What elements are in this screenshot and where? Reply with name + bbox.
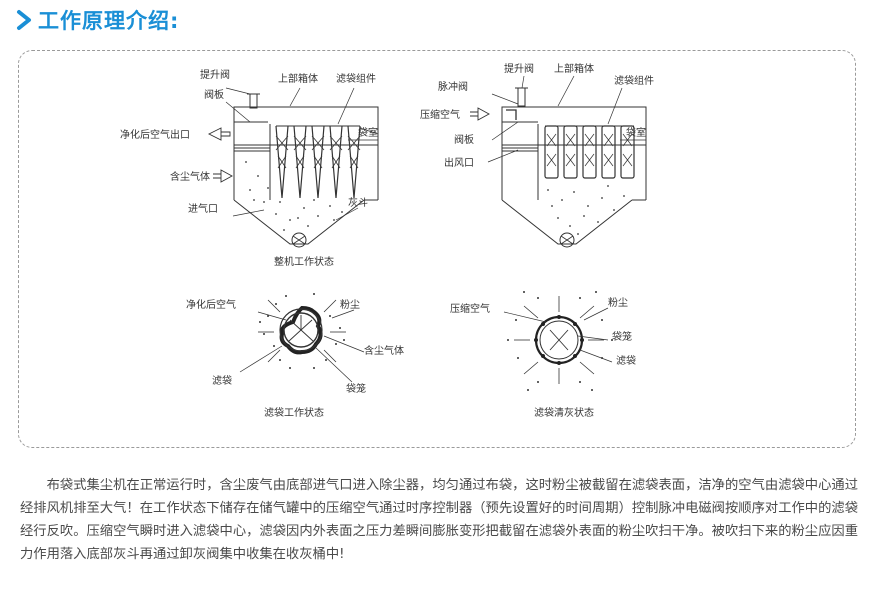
right-upper-box-label: 上部箱体 (554, 62, 594, 75)
work-bag-cage-label: 袋笼 (346, 382, 366, 395)
left-filter-assembly-label: 滤袋组件 (336, 72, 376, 85)
left-bag-chamber-label: 袋室 (358, 126, 378, 139)
bag-working-state (239, 293, 365, 383)
clean-bag-cage-label: 袋笼 (612, 330, 632, 343)
section-heading: 工作原理介绍: (16, 6, 179, 34)
right-unit (470, 75, 647, 248)
clean-compressed-air-label: 压缩空气 (450, 302, 490, 315)
work-clean-air-label: 净化后空气 (186, 298, 236, 311)
section-title: 工作原理介绍: (38, 9, 180, 33)
left-unit-caption: 整机工作状态 (274, 255, 334, 268)
clean-dust-label: 粉尘 (608, 296, 628, 309)
right-filter-assembly-label: 滤袋组件 (614, 74, 654, 87)
left-ash-hopper-label: 灰斗 (348, 196, 368, 209)
right-outlet-label: 出风口 (444, 156, 474, 169)
left-clean-outlet-label: 净化后空气出口 (120, 128, 190, 141)
left-lift-valve-label: 提升阀 (200, 68, 230, 81)
work-filter-bag-label: 滤袋 (212, 374, 232, 387)
left-dusty-gas-label: 含尘气体 (170, 170, 210, 183)
work-caption: 滤袋工作状态 (264, 406, 324, 419)
work-dust-label: 粉尘 (340, 298, 360, 311)
chevron-right-icon (17, 10, 31, 30)
clean-filter-bag-label: 滤袋 (616, 354, 636, 367)
left-unit (207, 87, 379, 248)
diagram-frame (18, 50, 856, 448)
right-pulse-valve-label: 脉冲阀 (438, 80, 468, 93)
left-upper-box-label: 上部箱体 (278, 72, 318, 85)
left-valve-plate-label: 阀板 (204, 88, 224, 101)
clean-caption: 滤袋清灰状态 (534, 406, 594, 419)
right-lift-valve-label: 提升阀 (504, 62, 534, 75)
dust-collector-diagram: 提升阀 上部箱体 滤袋组件 阀板 净化后空气出口 袋室 含尘气体 进气口 灰斗 … (120, 62, 654, 419)
right-bag-chamber-label: 袋室 (626, 126, 646, 139)
right-valve-plate-label: 阀板 (454, 133, 474, 146)
left-inlet-label: 进气口 (188, 202, 218, 215)
work-dusty-gas-label: 含尘气体 (364, 344, 404, 357)
right-compressed-air-label: 压缩空气 (420, 108, 460, 121)
bag-cleaning-state (503, 291, 613, 391)
description-paragraph: 布袋式集尘机在正常运行时，含尘废气由底部进气口进入除尘器，均匀通过布袋，这时粉尘… (20, 478, 858, 562)
